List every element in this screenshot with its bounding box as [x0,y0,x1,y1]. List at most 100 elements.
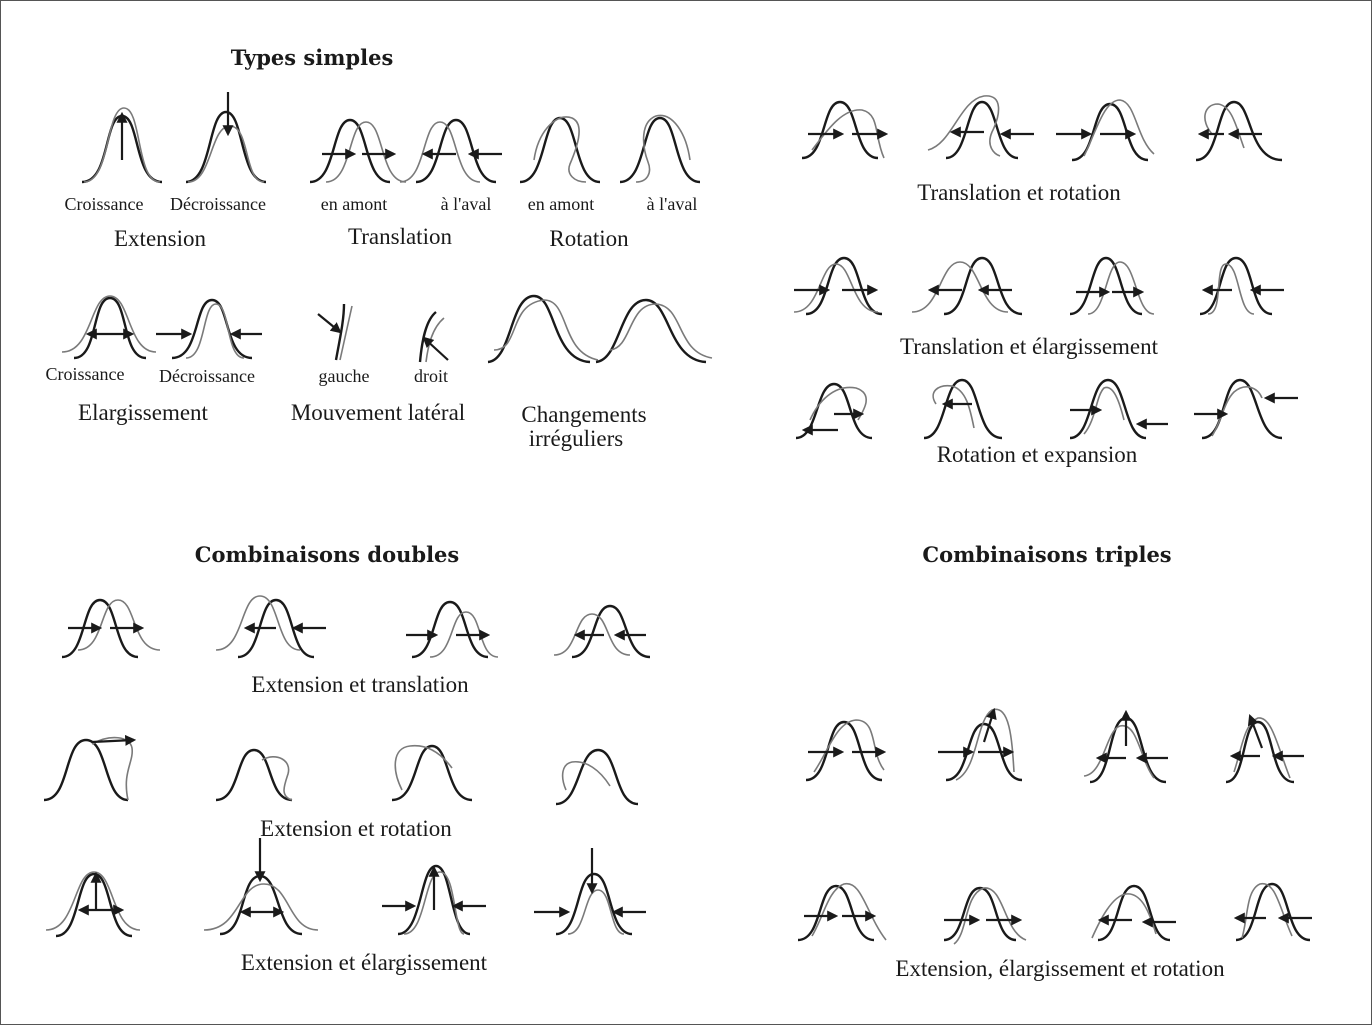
group-irregular: Changements irréguliers [487,294,713,451]
curve-irr-2-new [609,303,713,359]
curve-wid-grow-base [73,296,147,360]
curve-ew1-base [55,872,133,938]
curve-et2-new [215,595,301,651]
curve-t8-base [1235,882,1311,942]
curve-ew2-new [203,883,319,931]
group-rotation: en amont à l'aval Rotation [519,114,701,251]
curve-re3-new [1083,386,1125,435]
curve-tw4-new [1207,263,1255,315]
arrow-lat-left [317,313,342,334]
arrow-t2-up [982,707,997,743]
group-lateral: gauche droit Mouvement latéral [291,303,465,425]
heading-triple: Combinaisons triples [922,542,1171,567]
caption-ext-trans: Extension et translation [251,672,469,697]
curve-tw2-base [943,256,1023,316]
curve-tw1-new [793,263,879,313]
group-ext-trans: Extension et translation [61,595,651,697]
curve-t6-new [953,887,1027,945]
curve-et1-base [61,598,139,659]
caption-ext-rot: Extension et rotation [260,816,452,841]
curve-lat-left-new [339,305,353,361]
curve-t1-new [813,719,885,773]
curve-re2-new [932,384,975,429]
curve-wid-decay-base [171,298,253,360]
curve-t2-new [955,708,1015,781]
curve-irr-1-new [493,299,599,361]
curve-irr-1-base [487,294,591,364]
curve-trans-down-base [415,118,497,184]
curve-rot-down-new [635,114,691,183]
arrow-lat-right [422,336,449,361]
curve-t2-base [945,722,1023,782]
group-ext-rot: Extension et rotation [43,734,639,841]
curve-t4-base [1225,720,1295,784]
curve-ext-grow-new [83,107,161,183]
curve-tr1-base [801,100,879,160]
curve-ew4-base [555,872,633,936]
curve-irr-2-base [595,298,707,364]
curve-wid-grow-new [61,295,157,353]
curve-er2-base [215,748,293,802]
caption-ext-wid: Extension et élargissement [241,950,488,975]
curve-ext-decay-base [185,110,267,184]
group-trans-wid: Translation et élargissement [793,256,1284,359]
curve-ew1-new [45,871,141,931]
label-wid-decay: Décroissance [159,366,255,386]
curve-t6-base [943,886,1017,942]
curve-ew3-new [403,871,465,935]
curve-re4-new [1211,386,1263,437]
curve-t7-base [1097,884,1171,942]
curve-er1-new [91,736,133,801]
curve-re2-base [923,378,1003,440]
curve-et2-base [237,598,315,659]
curve-er4-base [555,748,639,806]
curve-tr2-base [945,100,1019,160]
label-trans-downstream: à l'aval [441,194,492,214]
curve-tr3-new [1083,99,1155,157]
curve-ew4-new [567,889,625,935]
group-trans-rot: Translation et rotation [801,95,1283,205]
caption-rotation: Rotation [549,226,629,251]
curve-rot-up-new [533,116,587,183]
heading-simple: Types simples [231,45,394,70]
group-widening: Croissance Décroissance Elargissement [46,295,262,425]
curve-et3-base [411,600,489,659]
label-ext-decay: Décroissance [170,194,266,214]
label-ext-growth: Croissance [65,194,144,214]
curve-rot-down-base [619,116,701,184]
arrow-t4-up [1247,713,1264,749]
curve-re3-base [1069,378,1147,440]
group-extension: Croissance Décroissance Extension [65,92,267,251]
caption-translation: Translation [348,224,452,249]
caption-extension: Extension [114,226,206,251]
curve-er2-new [261,756,293,801]
curve-trans-up-base [309,118,391,184]
curve-trans-up-new [325,121,407,183]
curve-tw3-base [1069,256,1143,316]
curve-tw4-base [1199,256,1273,316]
curve-et3-new [429,611,499,658]
curve-tr4-base [1195,100,1283,162]
caption-trans-rot: Translation et rotation [917,180,1121,205]
caption-irregular-1: Changements [521,402,646,427]
curve-t5-new [811,883,887,941]
curve-lat-right-base [418,311,437,363]
label-rot-downstream: à l'aval [647,194,698,214]
heading-double: Combinaisons doubles [195,542,460,567]
curve-et1-new [77,599,161,651]
group-rot-exp: Rotation et expansion [795,378,1298,467]
curve-wid-decay-new [185,303,245,359]
label-lat-left: gauche [319,366,370,386]
curve-er4-new [561,761,611,791]
curve-re4-base [1201,378,1283,440]
curve-er1-base [43,738,129,802]
curve-t5-base [797,884,875,942]
caption-widening: Elargissement [78,400,208,425]
group-ext-wid: Extension et élargissement [45,838,646,975]
label-wid-growth: Croissance [46,364,125,384]
curve-tw2-new [911,261,1009,313]
group-translation: en amont à l'aval Translation [309,118,502,249]
caption-lateral: Mouvement latéral [291,400,465,425]
curve-trans-down-new [399,121,481,183]
curve-et4-new [553,613,631,656]
